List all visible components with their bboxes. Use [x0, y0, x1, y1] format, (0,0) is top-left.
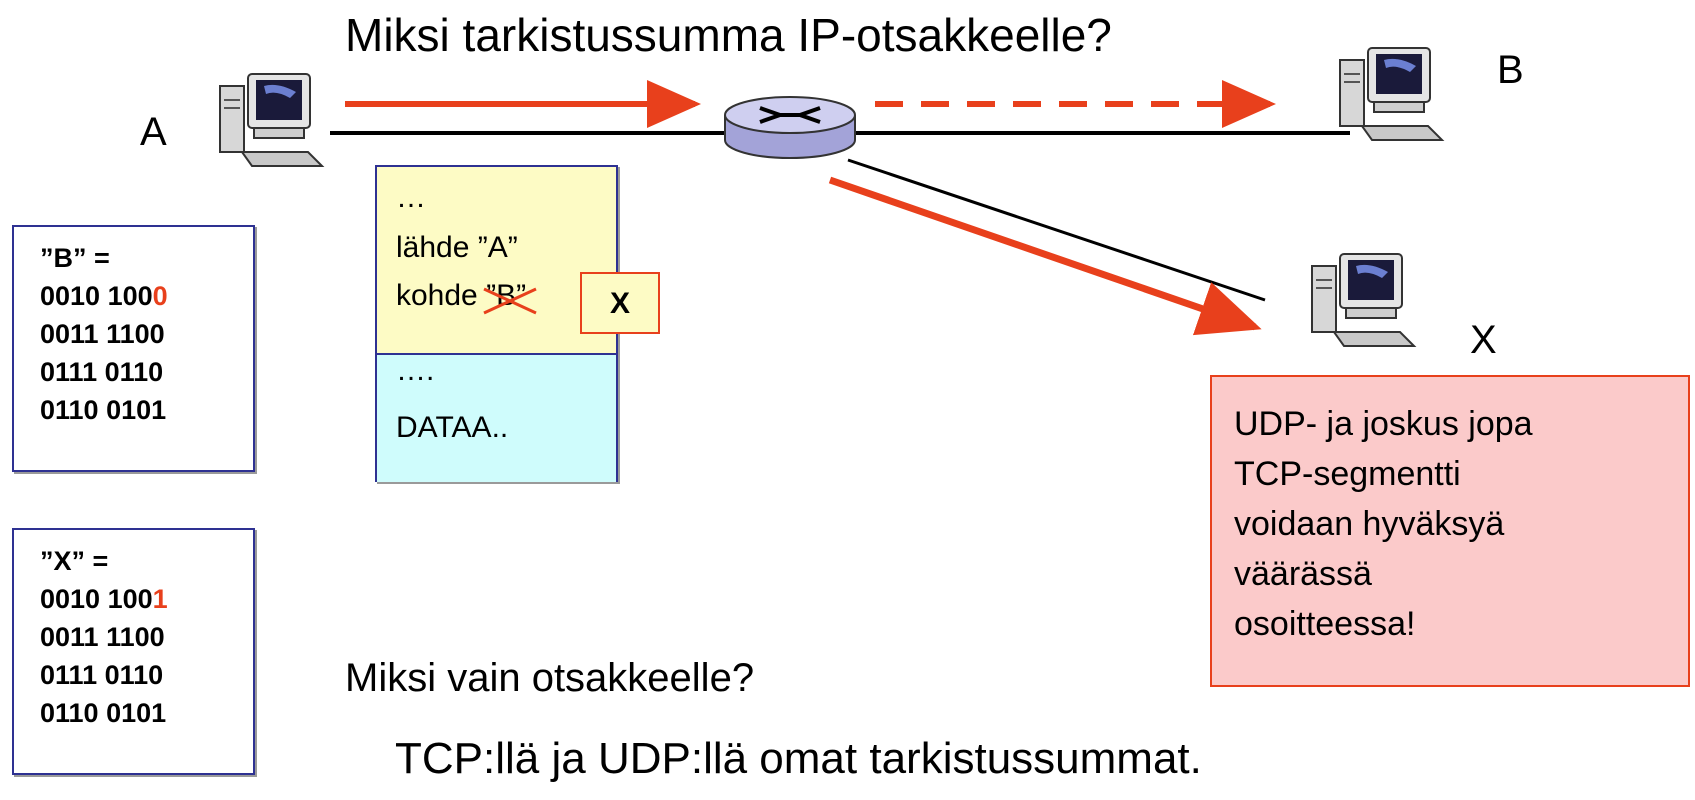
differing-bit: 1: [152, 584, 168, 614]
note-line-1: UDP- ja joskus jopa: [1234, 405, 1533, 443]
note-line-2: TCP-segmentti: [1234, 455, 1461, 493]
address-x-label: ”X” =: [40, 546, 109, 576]
differing-bit: 0: [152, 281, 168, 311]
address-x-line-1: 0010 1001: [40, 584, 168, 614]
packet-header: … lähde ”A” kohde ”B”: [377, 167, 616, 355]
note-line-4: väärässä: [1234, 555, 1372, 593]
note-line-5: osoitteessa!: [1234, 605, 1416, 643]
address-x-line-3: 0111 0110: [40, 660, 164, 690]
question-text: Miksi vain otsakkeelle?: [345, 656, 755, 700]
address-x-line-2: 0011 1100: [40, 622, 165, 652]
source-address: lähde ”A”: [396, 231, 518, 264]
note-line-3: voidaan hyväksyä: [1234, 505, 1505, 543]
host-a-computer-icon: [219, 73, 325, 167]
data-ellipsis: ….: [396, 354, 435, 387]
warning-note: UDP- ja joskus jopa TCP-segmentti voidaa…: [1210, 375, 1690, 687]
answer-text: TCP:llä ja UDP:llä omat tarkistussummat.: [395, 734, 1202, 783]
address-x-line-4: 0110 0101: [40, 698, 167, 728]
strikethrough-cross-icon: [483, 287, 537, 315]
node-label-a: A: [140, 110, 167, 154]
address-b-line-4: 0110 0101: [40, 395, 167, 425]
address-b-line-1: 0010 1000: [40, 281, 168, 311]
packet-data: …. DATAA..: [377, 354, 616, 482]
ip-packet: … lähde ”A” kohde ”B” …. DATAA..: [375, 165, 618, 482]
node-label-x: X: [1470, 318, 1497, 362]
slide-title: Miksi tarkistussumma IP-otsakkeelle?: [345, 9, 1112, 61]
host-x-computer-icon: [1311, 253, 1417, 347]
address-b-line-3: 0111 0110: [40, 357, 164, 387]
destination-address: kohde ”B”: [396, 279, 537, 315]
header-ellipsis: …: [396, 181, 426, 214]
host-b-computer-icon: [1339, 47, 1445, 141]
link-router-x: [847, 158, 1266, 302]
corrupted-destination-box: X: [580, 272, 660, 334]
router-icon: [724, 96, 856, 159]
data-payload: DATAA..: [396, 411, 509, 444]
address-x-binary: ”X” = 0010 1001 0011 1100 0111 0110 0110…: [12, 528, 255, 775]
address-b-line-2: 0011 1100: [40, 319, 165, 349]
address-b-binary: ”B” = 0010 1000 0011 1100 0111 0110 0110…: [12, 225, 255, 472]
arrow-router-to-x: [828, 176, 1262, 336]
node-label-b: B: [1497, 48, 1524, 92]
address-b-label: ”B” =: [40, 243, 110, 273]
